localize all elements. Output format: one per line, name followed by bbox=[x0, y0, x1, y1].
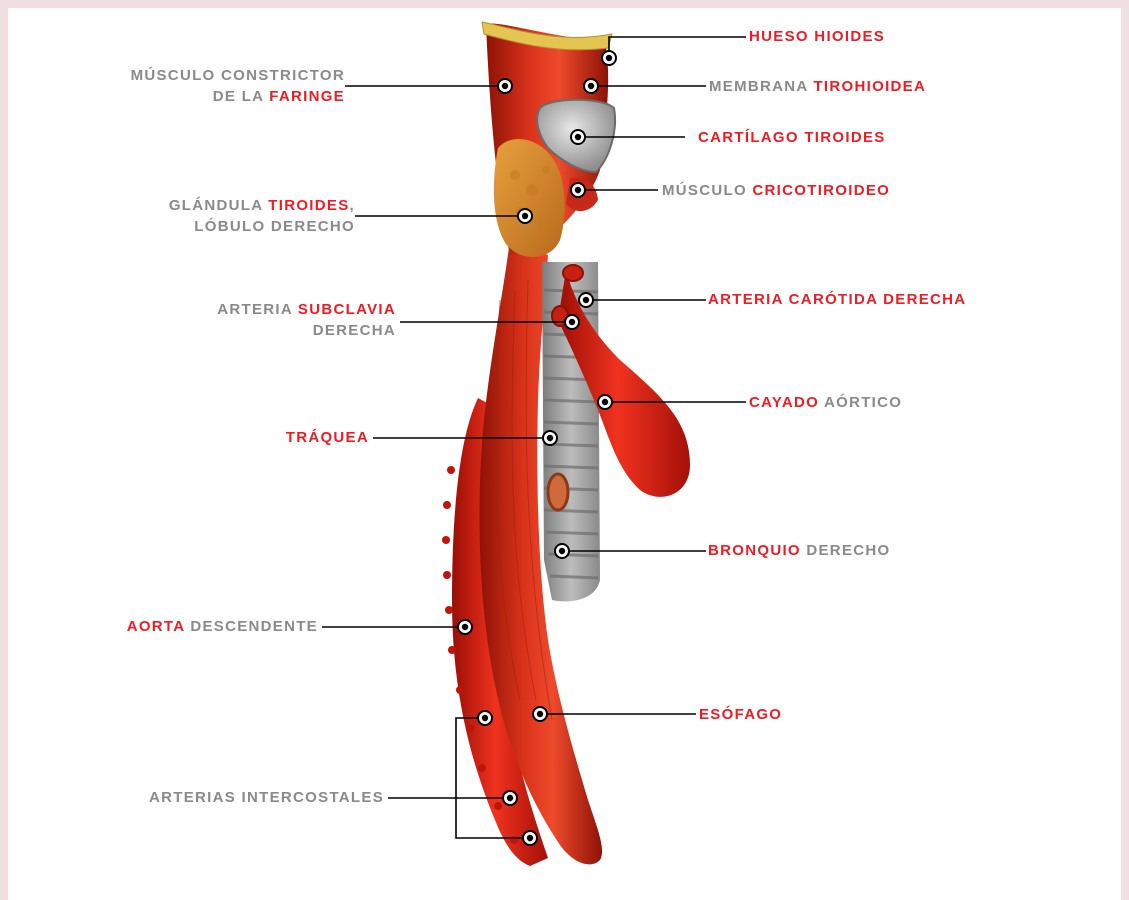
marker-bronquio bbox=[555, 544, 569, 558]
label-highlight: SUBCLAVIA bbox=[298, 301, 396, 318]
label-bronquio-derecho: BRONQUIO DERECHO bbox=[708, 540, 890, 561]
label-highlight: TIROIDES bbox=[268, 197, 349, 214]
label-hueso-hioides: HUESO HIOIDES bbox=[749, 26, 885, 47]
label-membrana-tirohioidea: MEMBRANA TIROHIOIDEA bbox=[709, 76, 926, 97]
label-arterias-intercostales: ARTERIAS INTERCOSTALES bbox=[149, 787, 384, 808]
marker-cayado bbox=[598, 395, 612, 409]
marker-cartilago bbox=[571, 130, 585, 144]
label-text: DERECHO bbox=[801, 542, 891, 559]
label-musculo-constrictor-line1: MÚSCULO CONSTRICTOR bbox=[131, 65, 345, 86]
label-musculo-cricotiroideo: MÚSCULO CRICOTIROIDEO bbox=[662, 180, 890, 201]
label-text: GLÁNDULA bbox=[169, 197, 268, 214]
label-subclavia-line2: DERECHA bbox=[217, 320, 396, 341]
label-text: , bbox=[350, 197, 355, 214]
marker-aorta bbox=[458, 620, 472, 634]
marker-glandula bbox=[518, 209, 532, 223]
marker-intercostal-2 bbox=[503, 791, 517, 805]
marker-carotida bbox=[579, 293, 593, 307]
label-text: DESCENDENTE bbox=[185, 618, 318, 635]
label-cayado-aortico: CAYADO AÓRTICO bbox=[749, 392, 902, 413]
label-text: AÓRTICO bbox=[819, 394, 902, 411]
label-esofago: ESÓFAGO bbox=[699, 704, 782, 725]
label-highlight: FARINGE bbox=[269, 88, 345, 105]
marker-cricotiroideo bbox=[571, 183, 585, 197]
label-aorta-descendente: AORTA DESCENDENTE bbox=[127, 616, 318, 637]
label-highlight: AORTA bbox=[127, 618, 185, 635]
label-highlight: TIROHIOIDEA bbox=[813, 78, 926, 95]
label-glandula-line1: GLÁNDULA TIROIDES, bbox=[169, 195, 355, 216]
label-traquea: TRÁQUEA bbox=[286, 427, 369, 448]
marker-esofago bbox=[533, 707, 547, 721]
label-text: ARTERIA bbox=[217, 301, 298, 318]
marker-subclavia bbox=[565, 315, 579, 329]
label-text: DE LA bbox=[213, 88, 269, 105]
label-glandula-tiroides: GLÁNDULA TIROIDES, LÓBULO DERECHO bbox=[169, 195, 355, 237]
label-arteria-carotida: ARTERIA CARÓTIDA DERECHA bbox=[708, 289, 966, 310]
label-glandula-line2: LÓBULO DERECHO bbox=[169, 216, 355, 237]
label-highlight: CRICOTIROIDEO bbox=[752, 182, 890, 199]
label-highlight: CAYADO bbox=[749, 394, 819, 411]
label-cartilago-tiroides: CARTÍLAGO TIROIDES bbox=[698, 127, 886, 148]
marker-constrictor bbox=[498, 79, 512, 93]
marker-traquea bbox=[543, 431, 557, 445]
marker-intercostal-3 bbox=[523, 831, 537, 845]
marker-intercostal-1 bbox=[478, 711, 492, 725]
label-subclavia-line1: ARTERIA SUBCLAVIA bbox=[217, 299, 396, 320]
label-text: MÚSCULO bbox=[662, 182, 752, 199]
label-arteria-subclavia: ARTERIA SUBCLAVIA DERECHA bbox=[217, 299, 396, 341]
label-musculo-constrictor-line2: DE LA FARINGE bbox=[131, 86, 345, 107]
label-highlight: BRONQUIO bbox=[708, 542, 801, 559]
label-text: MEMBRANA bbox=[709, 78, 813, 95]
marker-membrana bbox=[584, 79, 598, 93]
marker-hueso-hioides bbox=[602, 51, 616, 65]
label-musculo-constrictor: MÚSCULO CONSTRICTOR DE LA FARINGE bbox=[131, 65, 345, 107]
